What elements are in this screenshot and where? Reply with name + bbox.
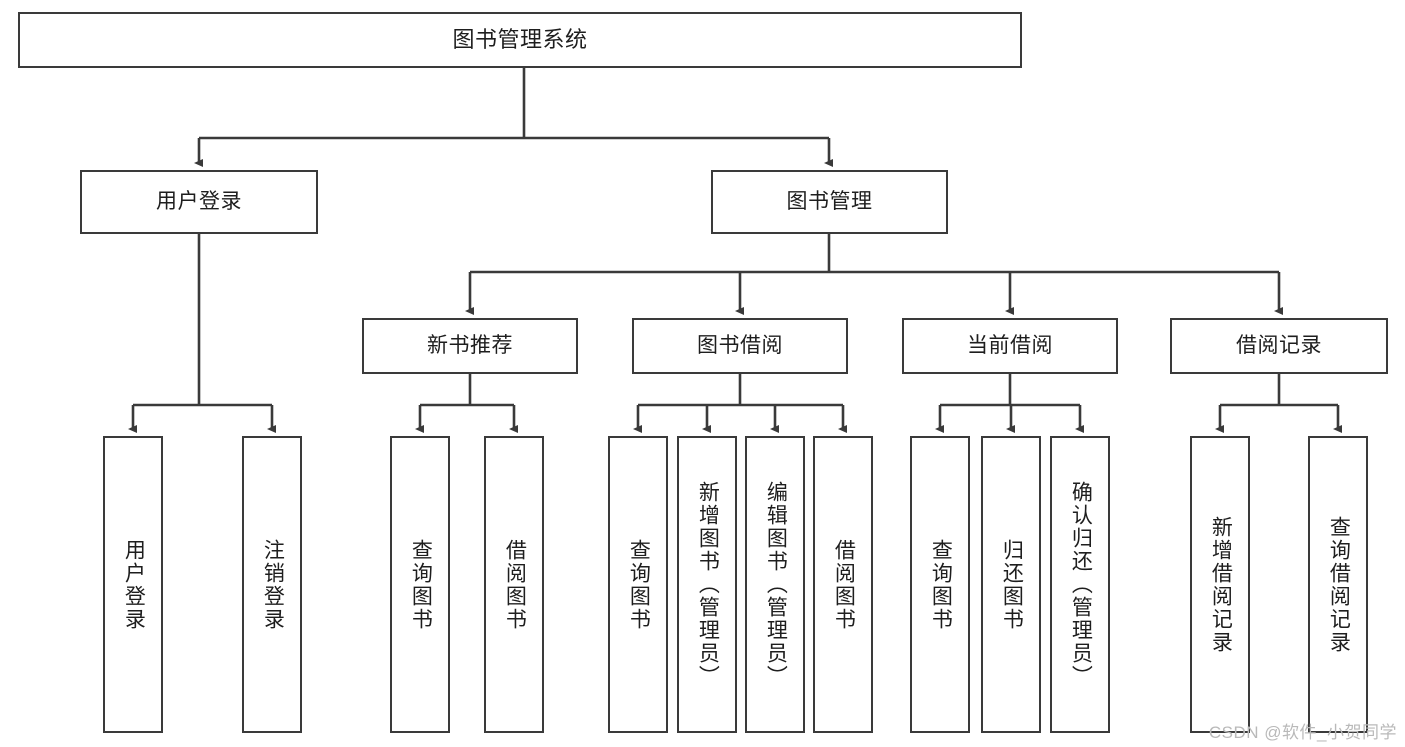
node-book-borrow-label: 图书借阅 (697, 333, 783, 357)
leaf-borrow-book-recommend[interactable]: 借阅图书 (484, 436, 544, 733)
node-user-login[interactable]: 用户登录 (80, 170, 318, 234)
leaf-query-book-recommend-label: 查询图书 (409, 538, 433, 631)
leaf-query-book-borrow-label: 查询图书 (627, 538, 651, 631)
leaf-query-book-current[interactable]: 查询图书 (910, 436, 970, 733)
node-new-book-recommend-label: 新书推荐 (427, 333, 513, 357)
node-book-management-label: 图书管理 (786, 189, 873, 213)
leaf-query-borrow-record-label: 查询借阅记录 (1327, 515, 1351, 654)
leaf-user-login-label: 用户登录 (122, 538, 146, 631)
leaf-confirm-return-admin[interactable]: 确认归还（管理员） (1050, 436, 1110, 733)
node-borrow-record[interactable]: 借阅记录 (1170, 318, 1388, 374)
node-current-borrow[interactable]: 当前借阅 (902, 318, 1118, 374)
leaf-add-borrow-record-label: 新增借阅记录 (1209, 515, 1233, 654)
leaf-query-book-current-label: 查询图书 (929, 538, 953, 631)
leaf-logout-label: 注销登录 (261, 538, 285, 631)
node-book-borrow[interactable]: 图书借阅 (632, 318, 848, 374)
leaf-query-book-borrow[interactable]: 查询图书 (608, 436, 668, 733)
node-new-book-recommend[interactable]: 新书推荐 (362, 318, 578, 374)
leaf-borrow-book[interactable]: 借阅图书 (813, 436, 873, 733)
node-user-login-label: 用户登录 (156, 189, 242, 213)
leaf-logout[interactable]: 注销登录 (242, 436, 302, 733)
leaf-add-borrow-record[interactable]: 新增借阅记录 (1190, 436, 1250, 733)
node-borrow-record-label: 借阅记录 (1236, 333, 1322, 357)
leaf-borrow-book-label: 借阅图书 (832, 538, 856, 631)
leaf-user-login[interactable]: 用户登录 (103, 436, 163, 733)
leaf-borrow-book-recommend-label: 借阅图书 (503, 538, 527, 631)
leaf-add-book-admin-label: 新增图书（管理员） (696, 481, 720, 688)
watermark: CSDN @软件_小贺同学 (1208, 723, 1397, 742)
node-current-borrow-label: 当前借阅 (967, 333, 1053, 357)
leaf-return-book-label: 归还图书 (1000, 538, 1024, 631)
leaf-add-book-admin[interactable]: 新增图书（管理员） (677, 436, 737, 733)
node-book-management[interactable]: 图书管理 (711, 170, 948, 234)
leaf-edit-book-admin[interactable]: 编辑图书（管理员） (745, 436, 805, 733)
node-root[interactable]: 图书管理系统 (18, 12, 1022, 68)
leaf-return-book[interactable]: 归还图书 (981, 436, 1041, 733)
leaf-confirm-return-admin-label: 确认归还（管理员） (1069, 481, 1093, 688)
node-root-label: 图书管理系统 (452, 27, 588, 53)
leaf-query-borrow-record[interactable]: 查询借阅记录 (1308, 436, 1368, 733)
leaf-query-book-recommend[interactable]: 查询图书 (390, 436, 450, 733)
leaf-edit-book-admin-label: 编辑图书（管理员） (764, 481, 788, 688)
